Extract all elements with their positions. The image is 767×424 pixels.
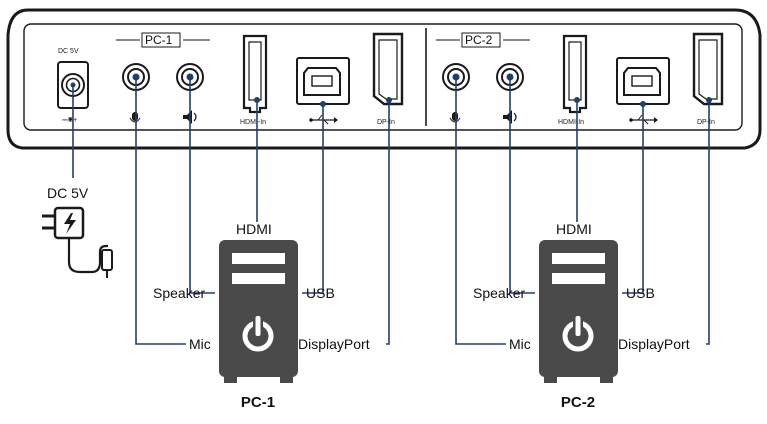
mic-label: Mic — [189, 336, 211, 352]
usb-b-port — [616, 57, 670, 125]
speaker-cable — [189, 77, 215, 294]
hdmi-in-port: HDMI-In — [240, 34, 268, 126]
port-group-tag: PC-1 — [145, 33, 173, 47]
speaker-label: Speaker — [473, 285, 525, 301]
displayport-label: DisplayPort — [298, 336, 370, 352]
displayport-cable — [386, 100, 390, 345]
dc-port-label: DC 5V — [58, 48, 79, 55]
port-label: DP-In — [377, 119, 395, 126]
mic-label: Mic — [509, 336, 531, 352]
usb-cable — [302, 104, 324, 294]
power-label: DC 5V — [47, 185, 89, 201]
pc-tower-icon — [219, 240, 298, 383]
dc-polarity-symbol: ⎓◉+ — [62, 116, 77, 124]
port-group-pc2: PC-2 — [436, 32, 724, 126]
kvm-rear-panel: DC 5V ⎓◉+ PC-1 — [6, 8, 762, 150]
usb-label: USB — [626, 285, 655, 301]
displayport-label: DisplayPort — [618, 336, 690, 352]
displayport-in-port: DP-In — [692, 32, 724, 126]
mic-cable — [455, 77, 506, 345]
displayport-in-port: DP-In — [372, 32, 404, 126]
usb-icon — [309, 114, 338, 125]
displayport-cable — [706, 100, 710, 345]
speaker-cable — [509, 77, 535, 294]
usb-label: USB — [306, 285, 335, 301]
hdmi-label: HDMI — [236, 221, 272, 237]
power-adapter: DC 5V — [42, 85, 113, 278]
speaker-label: Speaker — [153, 285, 205, 301]
power-adapter-icon — [42, 206, 113, 278]
pc1-cables — [135, 77, 392, 345]
pc-1-unit: HDMI Speaker USB Mic DisplayPort PC-1 — [153, 221, 370, 411]
hdmi-in-port: HDMI-In — [558, 34, 588, 126]
pc-tower-icon — [539, 240, 618, 383]
port-group-tag: PC-2 — [465, 33, 493, 47]
usb-b-port — [296, 57, 350, 125]
port-label: DP-In — [697, 119, 715, 126]
pc-2-unit: HDMI Speaker USB Mic DisplayPort PC-2 — [473, 221, 690, 411]
pc2-cables — [455, 77, 712, 345]
pc-name: PC-1 — [241, 394, 275, 411]
hdmi-label: HDMI — [556, 221, 592, 237]
pc-name: PC-2 — [561, 394, 595, 411]
port-group-pc1: PC-1 — [116, 32, 404, 126]
port-label: HDMI-In — [240, 119, 266, 126]
mic-cable — [135, 77, 186, 345]
port-label: HDMI-In — [558, 119, 584, 126]
usb-cable — [622, 104, 644, 294]
